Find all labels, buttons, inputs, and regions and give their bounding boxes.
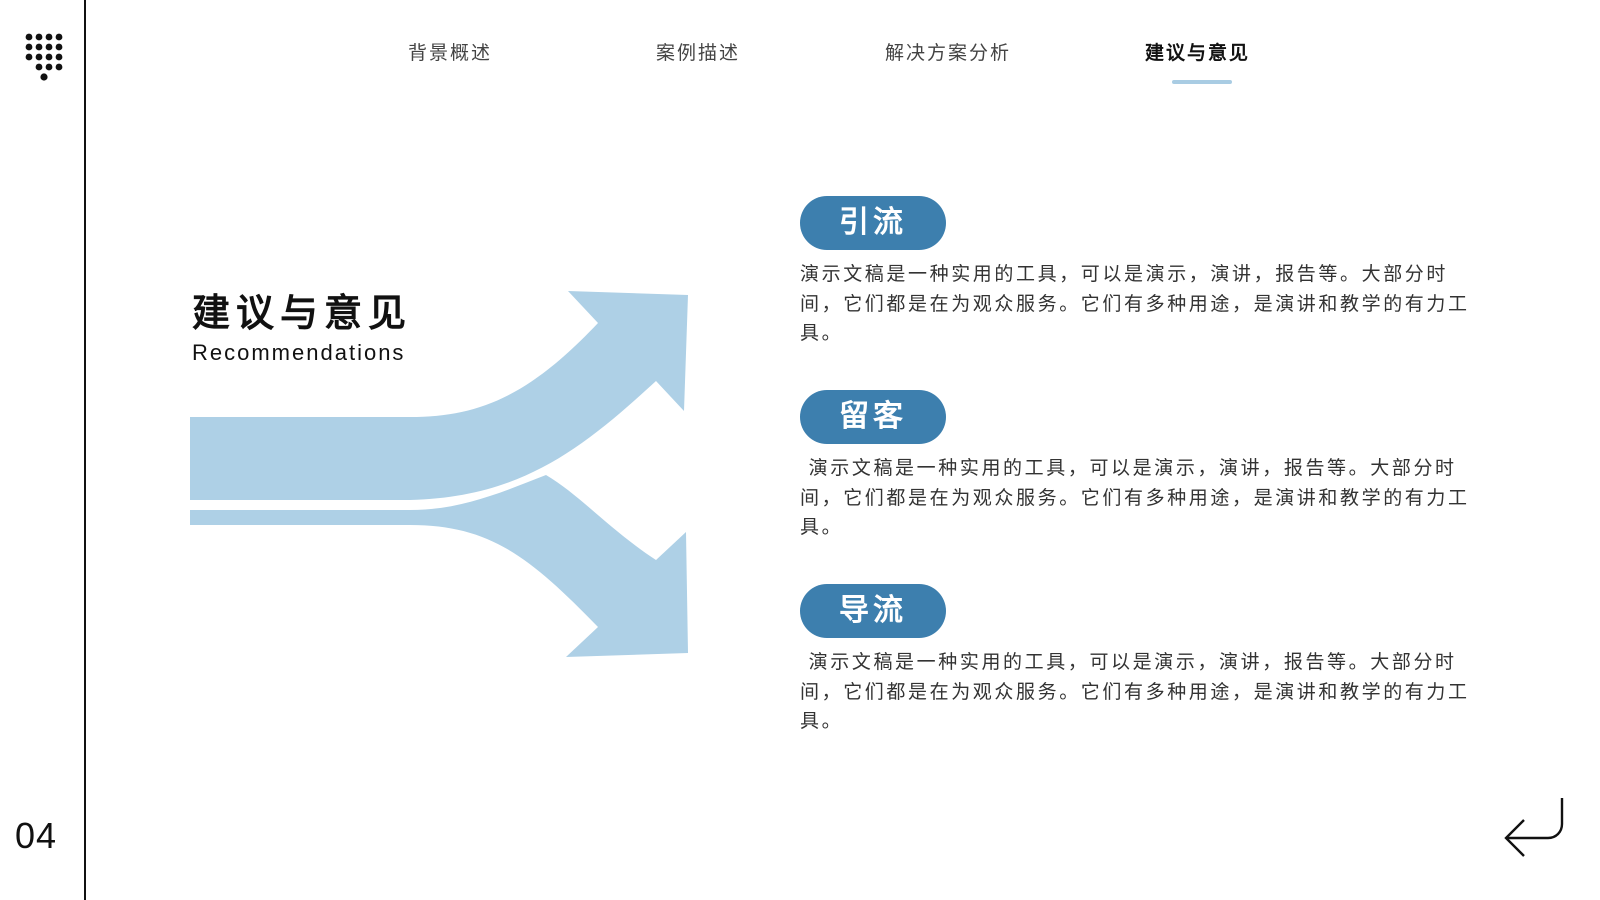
upper-arrow-shape <box>190 291 688 500</box>
list-item: 引流 演示文稿是一种实用的工具，可以是演示，演讲，报告等。大部分时间，它们都是在… <box>800 196 1472 349</box>
top-nav: 背景概述 案例描述 解决方案分析 建议与意见 <box>0 38 1600 88</box>
active-tab-indicator <box>1172 80 1232 84</box>
item-description: 演示文稿是一种实用的工具，可以是演示，演讲，报告等。大部分时间，它们都是在为观众… <box>800 457 1470 538</box>
tab-case-description[interactable]: 案例描述 <box>656 42 741 64</box>
section-subtitle: Recommendations <box>192 340 406 365</box>
return-arrow-icon[interactable] <box>1500 796 1570 860</box>
list-item: 导流 演示文稿是一种实用的工具，可以是演示，演讲，报告等。大部分时间，它们都是在… <box>800 584 1472 737</box>
dots-grid-icon <box>25 33 63 81</box>
tab-background-overview[interactable]: 背景概述 <box>408 42 493 64</box>
split-arrows-graphic <box>190 291 688 657</box>
item-badge-retain: 留客 <box>800 390 946 444</box>
left-rail-divider <box>84 0 86 900</box>
item-badge-redirect: 导流 <box>800 584 946 638</box>
tab-recommendations[interactable]: 建议与意见 <box>1145 42 1251 64</box>
list-item: 留客 演示文稿是一种实用的工具，可以是演示，演讲，报告等。大部分时间，它们都是在… <box>800 390 1472 543</box>
item-description: 演示文稿是一种实用的工具，可以是演示，演讲，报告等。大部分时间，它们都是在为观众… <box>800 651 1470 732</box>
tab-solution-analysis[interactable]: 解决方案分析 <box>885 42 1012 64</box>
item-badge-divert: 引流 <box>800 196 946 250</box>
section-title: 建议与意见 <box>192 291 413 335</box>
item-description: 演示文稿是一种实用的工具，可以是演示，演讲，报告等。大部分时间，它们都是在为观众… <box>800 263 1470 344</box>
page-number: 04 <box>15 815 58 856</box>
lower-arrow-shape <box>190 475 688 657</box>
